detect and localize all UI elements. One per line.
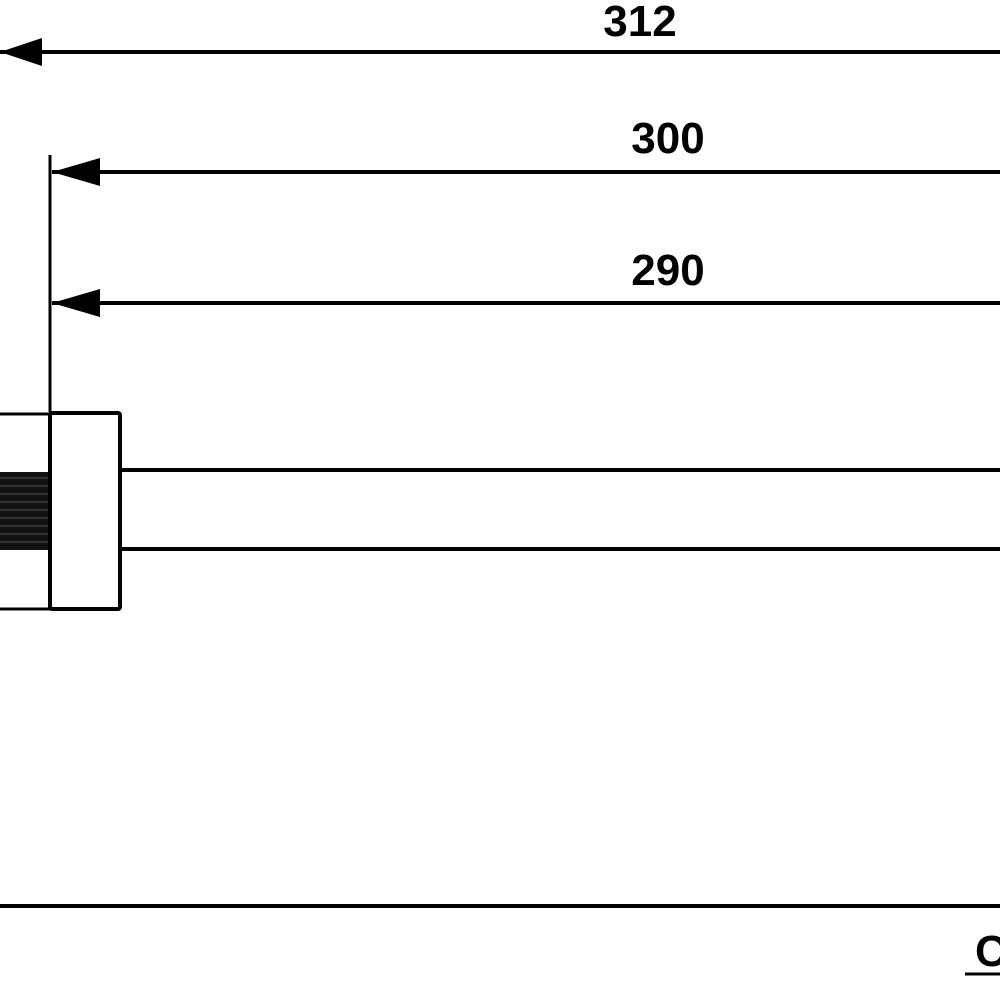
partial-label: C [965,927,1000,976]
wall-plate [0,412,50,611]
dimension-300: 300 [52,114,1000,186]
arrowhead-left-290 [52,289,100,317]
thread-body [0,472,50,550]
arrowhead-left-300 [52,158,100,186]
mounting-flange [48,411,122,611]
dimension-label-312: 312 [603,0,676,46]
dimension-312: 312 [0,0,1000,66]
dimension-label-300: 300 [631,114,704,163]
towel-bar-rod [120,468,1000,551]
partial-label-text: C [975,927,1000,976]
dimension-290: 290 [52,246,1000,317]
arrowhead-left-312 [0,38,42,66]
dimension-label-290: 290 [631,246,704,295]
threaded-section [0,472,50,550]
